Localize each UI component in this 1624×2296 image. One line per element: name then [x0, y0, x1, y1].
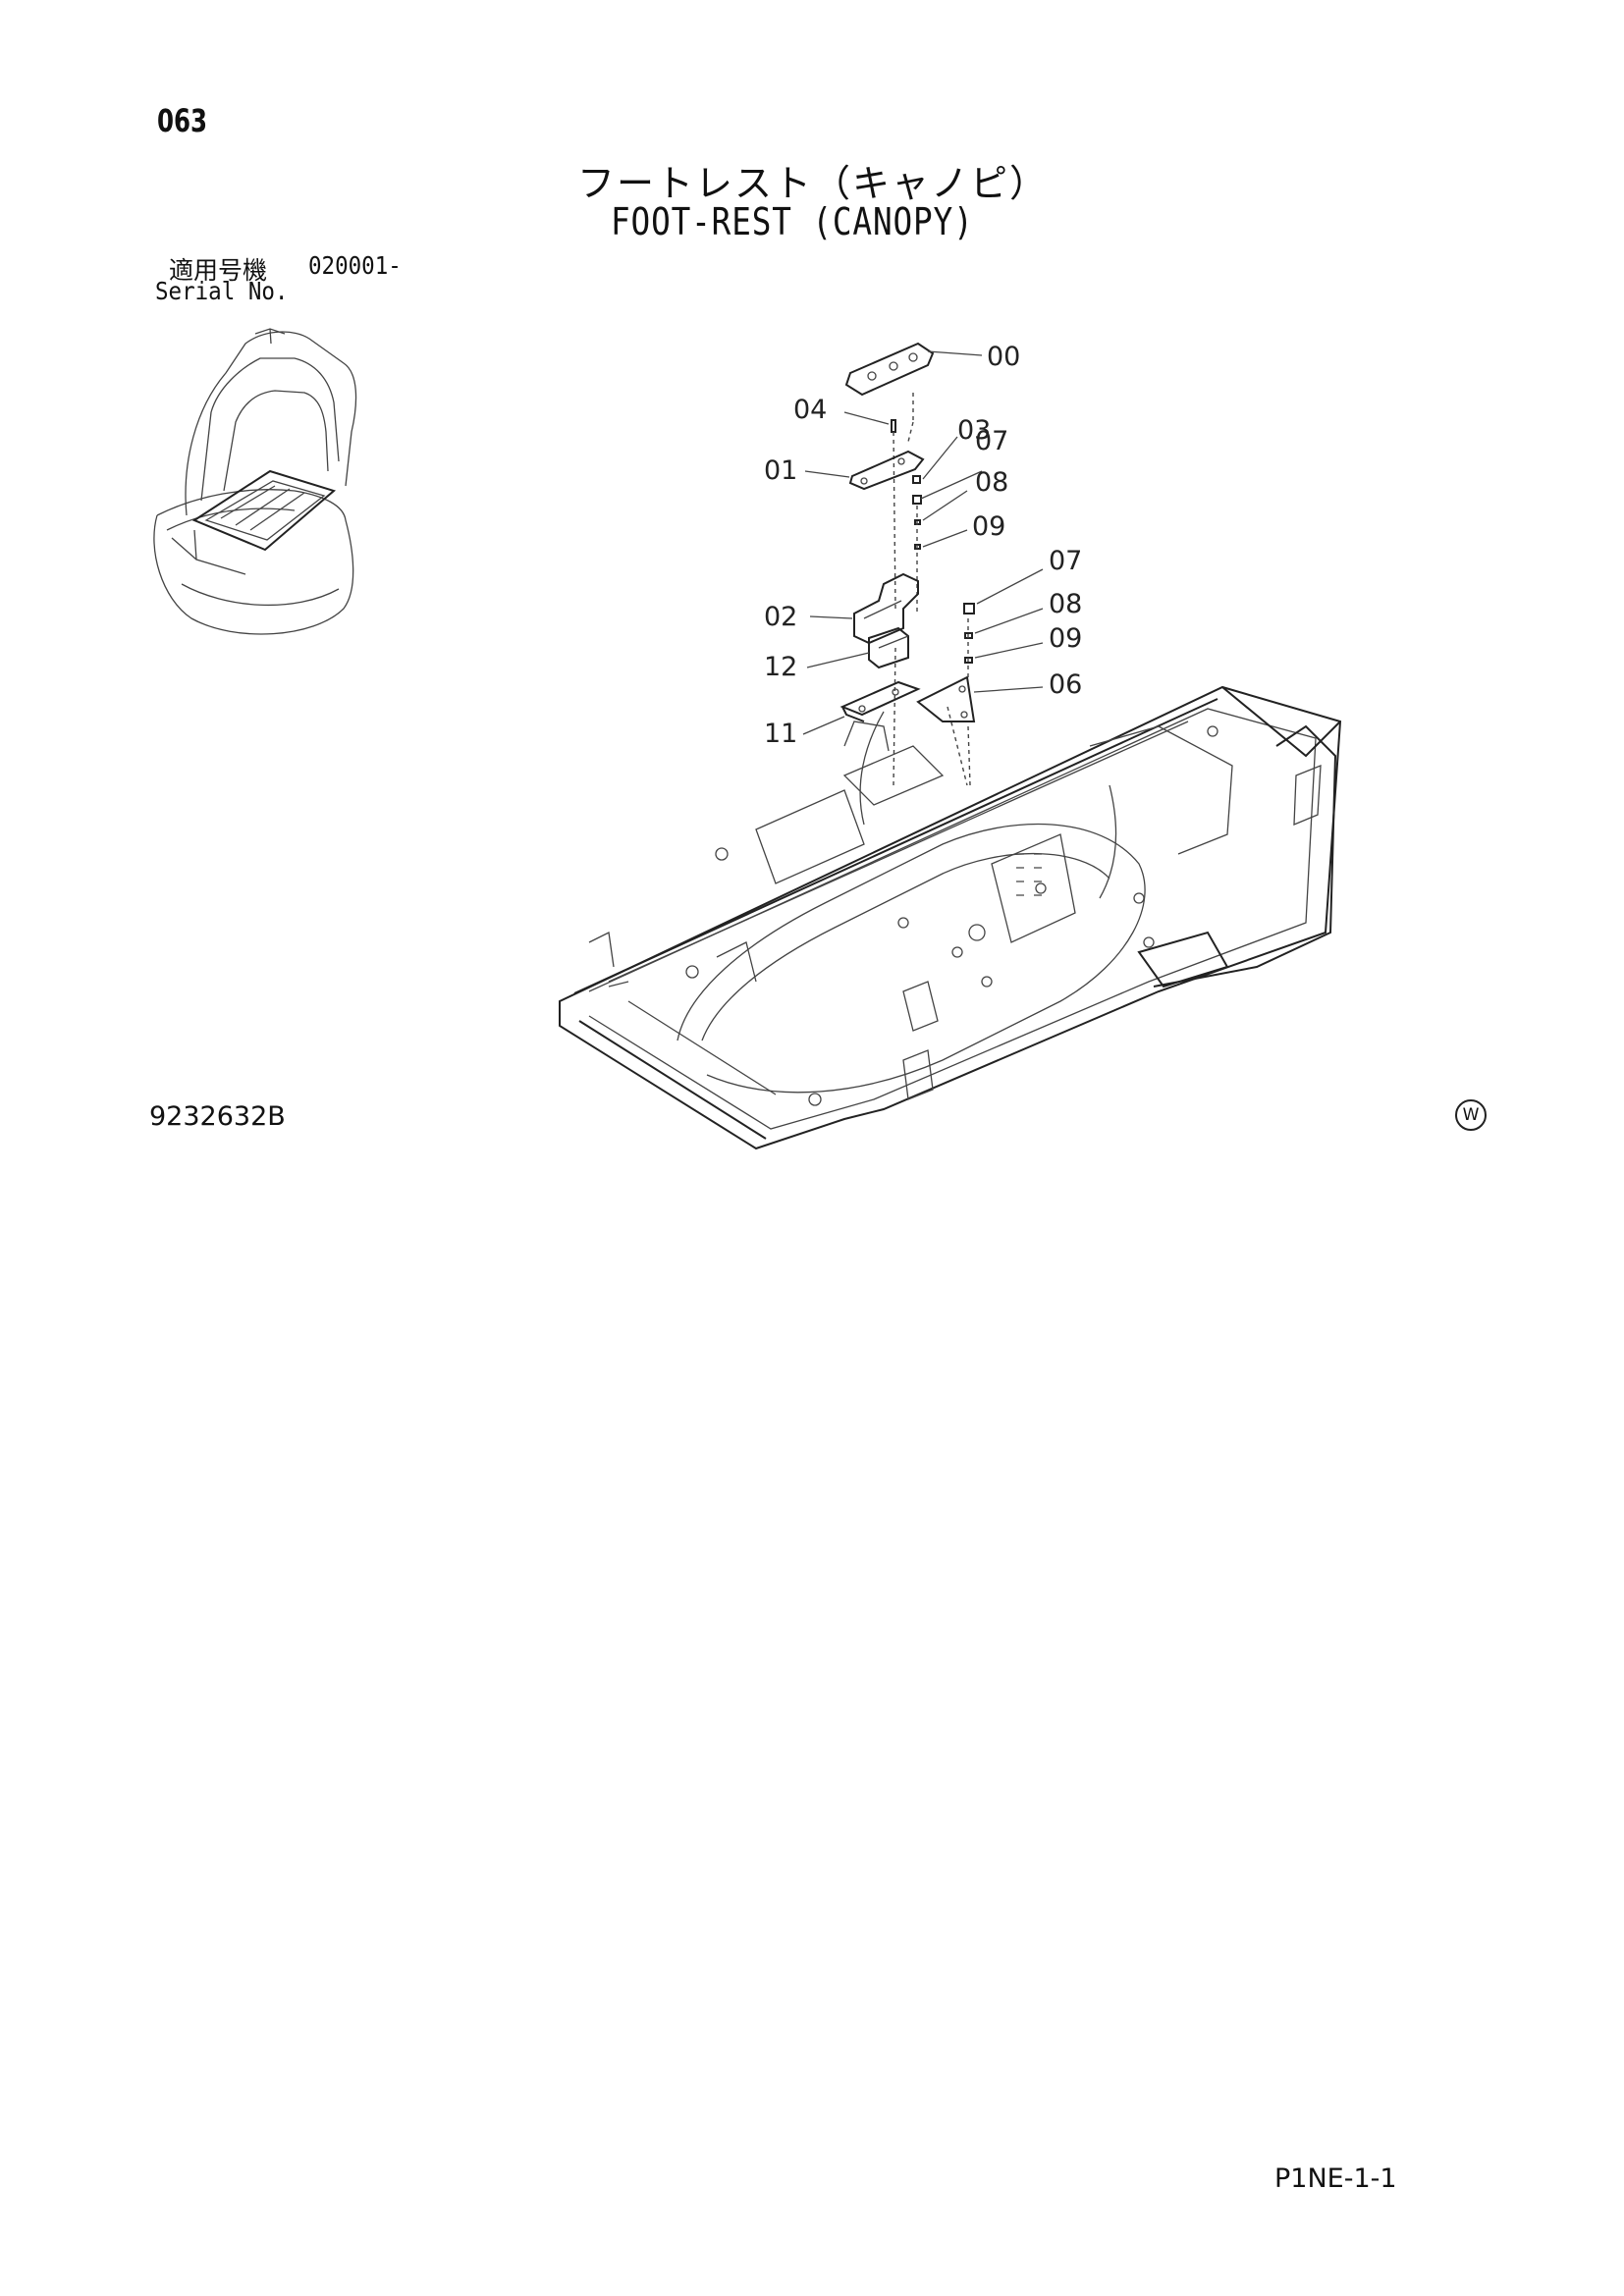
page-title-english: FOOT-REST (CANOPY) [611, 200, 974, 243]
serial-label-japanese: 適用号機 [169, 256, 268, 285]
part-label: 04 [793, 395, 827, 425]
part-label: 07 [975, 426, 1008, 456]
part-label: 08 [975, 467, 1008, 498]
part-label: 09 [972, 511, 1005, 542]
part-label: 01 [764, 455, 797, 486]
leader-lines [802, 350, 1044, 735]
part-label: 07 [1049, 546, 1082, 576]
serial-number-range: 020001- [308, 251, 402, 280]
floor-frame [559, 685, 1342, 1150]
drawing-number: 9232632B [149, 1101, 286, 1132]
serial-label-english: Serial No. [155, 277, 289, 305]
part-label: 00 [987, 342, 1020, 372]
part-label: 12 [764, 652, 797, 682]
circled-w-mark: W [1455, 1099, 1487, 1131]
part-labels: 00 04 03 07 01 08 09 07 08 02 09 12 06 1… [764, 342, 1082, 749]
page-number: 063 [157, 102, 208, 139]
part-label: 11 [764, 719, 797, 749]
part-label: 08 [1049, 589, 1082, 619]
part-label: 09 [1049, 623, 1082, 654]
part-label: 03 [957, 415, 991, 446]
part-label: 02 [764, 602, 797, 632]
page-title-japanese: フートレスト（キャノピ） [577, 162, 1050, 205]
page-code: P1NE-1-1 [1274, 2163, 1397, 2194]
exploded-parts [839, 342, 976, 786]
canopy-overview-inset [153, 328, 357, 635]
part-label: 06 [1049, 669, 1082, 700]
